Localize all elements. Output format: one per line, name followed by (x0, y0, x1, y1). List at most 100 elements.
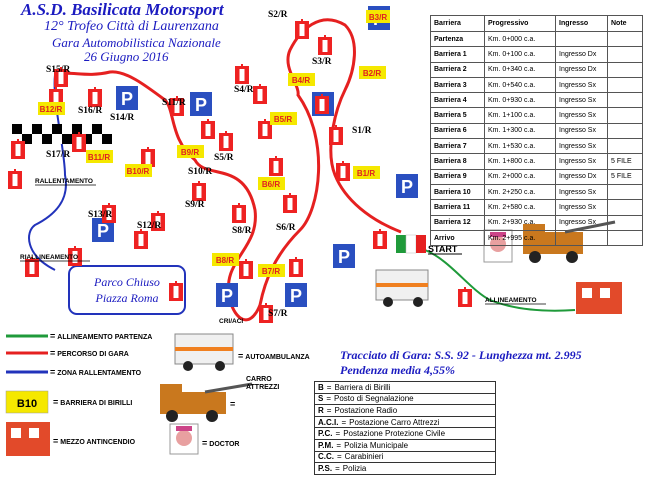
header-line2: 12° Trofeo Città di Laurenzana (44, 19, 219, 34)
barrier-tags (38, 10, 390, 277)
parking-icon (190, 92, 212, 116)
post-s6: S6/R (276, 223, 296, 233)
post-s10: S10/R (188, 167, 212, 177)
abbreviation-value: Carabinieri (344, 452, 384, 462)
abbreviation-value: Polizia Municipale (344, 440, 409, 450)
table-cell: Ingresso Dx (555, 168, 608, 185)
abbreviation-eq: = (335, 429, 341, 439)
table-cell: Partenza (430, 30, 485, 48)
ambulance-icon (375, 269, 429, 307)
post-s8: S8/R (232, 226, 252, 236)
parco-label-2: Piazza Roma (95, 291, 159, 305)
legend-carro-2: ATTREZZI (246, 384, 280, 391)
legend-barriera: =BARRIERA DI BIRILLI (53, 397, 133, 407)
label-riallineamento: RIALLINEAMENTO (20, 254, 78, 261)
legend-autoambulanza: =AUTOAMBULANZA (238, 351, 310, 361)
abbreviation-cell: P.M.=Polizia Municipale (314, 438, 496, 452)
table-cell: Km. 0+340 c.a. (484, 61, 556, 78)
table-cell: Ingresso Dx (555, 61, 608, 78)
course-info-1: Tracciato di Gara: S.S. 92 - Lunghezza m… (340, 348, 582, 362)
post-s14: S14/R (110, 113, 134, 123)
label-start: START (428, 244, 458, 254)
legend-fire-truck-icon (6, 422, 50, 456)
table-cell (607, 30, 643, 48)
abbreviation-eq: = (336, 440, 342, 450)
post-s4: S4/R (234, 85, 254, 95)
abbreviation-key: S (318, 394, 324, 404)
abbreviation-row: A.C.I.=Postazione Carro Attrezzi (314, 415, 496, 429)
post-s15: S15/R (46, 65, 70, 75)
abbreviation-value: Barriera di Birilli (334, 382, 391, 392)
label-allineamento: ALLINEAMENTO (485, 297, 537, 304)
legend-carro-1: CARRO (246, 376, 272, 383)
barrier-b8: B8/R (216, 256, 234, 265)
table-cell: Barriera 9 (430, 168, 485, 185)
table-cell: Ingresso Sx (555, 92, 608, 109)
table-cell: Ingresso Sx (555, 183, 608, 201)
col-header: Note (607, 15, 643, 32)
table-cell (607, 138, 643, 155)
post-s9: S9/R (185, 200, 205, 210)
abbreviation-key: P.S. (318, 463, 333, 473)
race-route (54, 18, 402, 322)
barrier-b1: B1/R (357, 169, 375, 178)
table-cell: Km. 0+930 c.a. (484, 92, 556, 109)
abbreviation-cell: S=Posto di Segnalazione (314, 392, 496, 406)
abbreviation-row: P.M.=Polizia Municipale (314, 438, 496, 452)
table-cell (607, 122, 643, 140)
table-cell: Barriera 6 (430, 122, 485, 140)
table-cell: Ingresso Sx (555, 122, 608, 140)
barrier-b4: B4/R (292, 76, 310, 85)
barrier-b9: B9/R (181, 148, 199, 157)
table-cell: Km. 2+000 c.a. (484, 168, 556, 185)
abbreviation-eq: = (326, 382, 332, 392)
abbreviation-eq: = (326, 394, 332, 404)
col-header: Ingresso (555, 15, 608, 32)
col-header: Barriera (430, 15, 485, 32)
table-cell: Barriera 8 (430, 153, 485, 170)
legend-barrier-swatch (5, 390, 49, 414)
abbreviation-row: R=Postazione Radio (314, 404, 496, 417)
header-line4: 26 Giugno 2016 (84, 49, 169, 64)
table-cell: Ingresso Sx (555, 107, 608, 124)
table-cell: Km. 2+930 c.a. (484, 214, 556, 231)
table-cell (607, 183, 643, 201)
table-cell: Ingresso Sx (555, 199, 608, 216)
legend-allineamento: =ALLINEAMENTO PARTENZA (50, 331, 153, 341)
table-cell (555, 229, 608, 247)
abbreviation-cell: R=Postazione Radio (314, 404, 496, 417)
abbreviation-cell: C.C.=Carabinieri (314, 450, 496, 464)
post-s5: S5/R (214, 153, 234, 163)
table-cell (607, 76, 643, 94)
post-s11: S11/R (162, 98, 186, 108)
legend-tow-truck-icon (160, 382, 253, 422)
table-cell: Ingresso Sx (555, 138, 608, 155)
post-s13: S13/R (88, 210, 112, 220)
abbreviation-key: C.C. (318, 452, 334, 462)
parking-icon (396, 174, 418, 198)
barrier-b10: B10/R (127, 167, 150, 176)
abbreviation-value: Postazione Radio (334, 405, 398, 415)
table-cell: Barriera 4 (430, 92, 485, 109)
legend-b10: B10 (17, 398, 37, 410)
abbreviation-eq: = (326, 405, 332, 415)
col-header: Progressivo (484, 15, 556, 32)
table-cell: 5 FILE (607, 153, 643, 170)
table-cell: Barriera 12 (430, 214, 485, 231)
post-s7: S7/R (268, 309, 288, 319)
abbreviation-key: P.M. (318, 440, 334, 450)
abbreviation-key: A.C.I. (318, 417, 339, 427)
svg-text:P: P (195, 95, 207, 115)
abbreviation-eq: = (337, 452, 342, 462)
abbreviation-row: P.S.=Polizia (314, 462, 496, 475)
finish-flag (12, 124, 112, 144)
legend-zona: =ZONA RALLENTAMENTO (50, 367, 142, 377)
